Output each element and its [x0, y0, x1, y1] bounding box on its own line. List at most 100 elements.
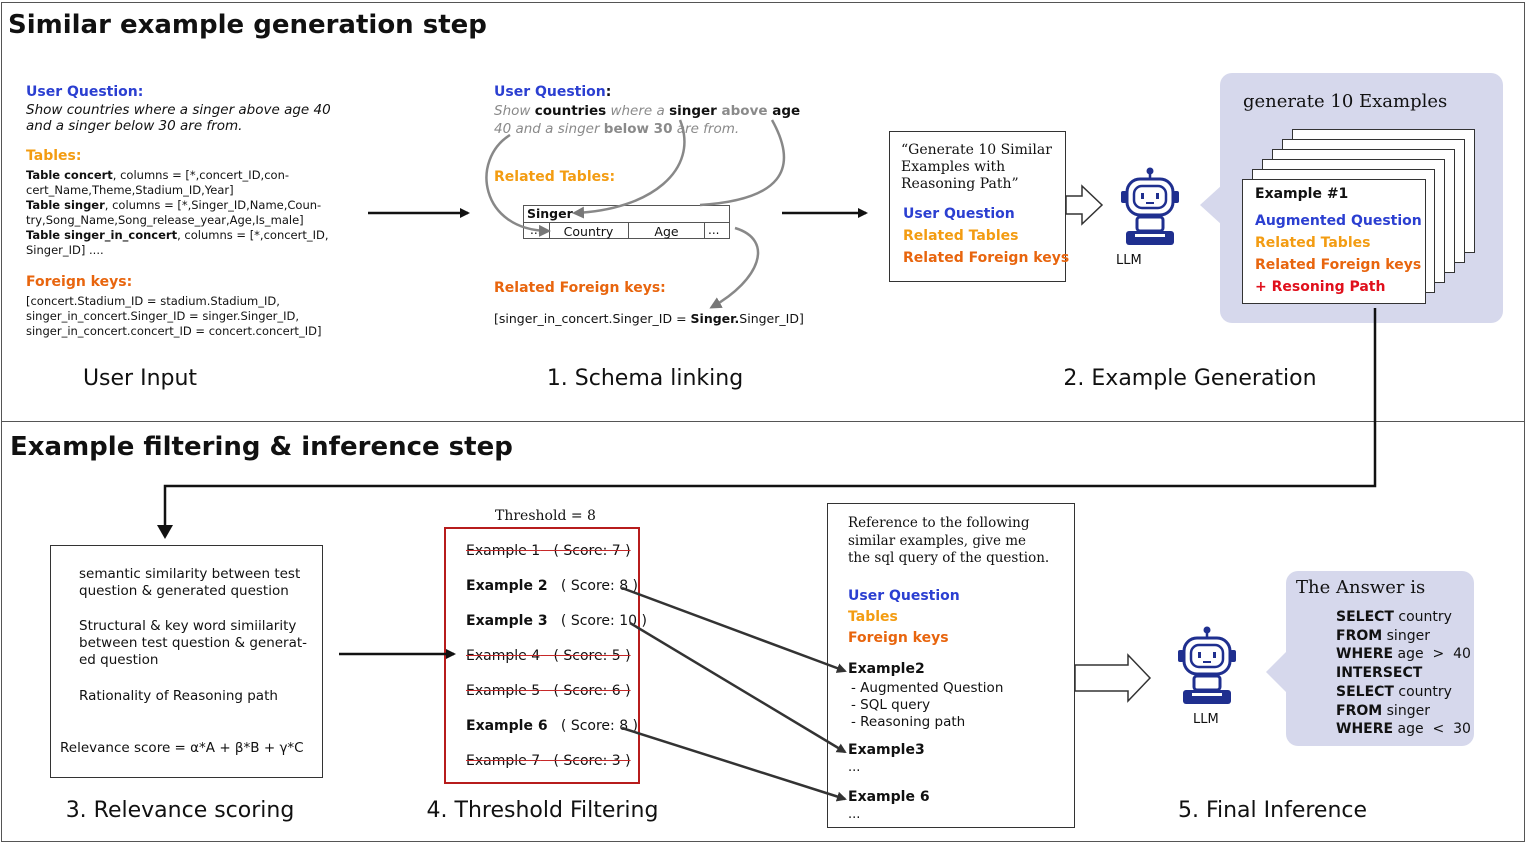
threshold-label: Threshold = 8: [495, 508, 596, 524]
question-segment: are from.: [672, 121, 740, 137]
ex2-item-aug: - Augmented Question: [851, 680, 1004, 696]
sql-rest: age > 40: [1393, 646, 1471, 663]
schema-question-line2: 40 and a singer below 30 are from.: [494, 120, 804, 138]
gen-related-tables: Related Tables: [903, 228, 1019, 244]
table-line: Table singer_in_concert, columns = [*,co…: [26, 228, 346, 243]
inference-ellipsis-2: ...: [848, 807, 861, 822]
table-line: try,Song_Name,Song_release_year,Age,Is_m…: [26, 213, 346, 228]
threshold-example-score: ( Score: 5 ): [540, 648, 631, 664]
step-label-user-input: User Input: [82, 366, 198, 391]
sql-line: INTERSECT: [1336, 664, 1471, 683]
gen-related-fk: Related Foreign keys: [903, 250, 1070, 266]
sql-line: SELECT country: [1336, 608, 1471, 627]
table-name: Table singer: [26, 198, 105, 212]
inference-user-question: User Question: [848, 588, 960, 604]
question-segment: age: [772, 103, 801, 119]
example-card-1: Example #1 Augmented Question Related Ta…: [1242, 179, 1426, 304]
threshold-example-row: Example 2 ( Score: 8 ): [466, 578, 638, 594]
col-country: Country: [563, 224, 614, 239]
gen-user-question: User Question: [903, 206, 1015, 222]
threshold-example-score: ( Score: 8 ): [547, 718, 639, 734]
threshold-example-score: ( Score: 7 ): [540, 543, 631, 559]
table-line: cert_Name,Theme,Stadium_ID,Year]: [26, 183, 346, 198]
question-segment: singer: [669, 103, 717, 119]
related-tables-label: Related Tables:: [494, 169, 616, 185]
sql-line: FROM singer: [1336, 627, 1471, 646]
card-related-tables: Related Tables: [1255, 235, 1371, 251]
step-label-threshold: 4. Threshold Filtering: [426, 798, 659, 823]
sql-keyword: SELECT: [1336, 683, 1394, 700]
generated-panel-title: generate 10 Examples: [1243, 91, 1448, 112]
table-line: Table concert, columns = [*,concert_ID,c…: [26, 168, 346, 183]
fk-bold: Singer.: [690, 311, 740, 326]
sql-keyword: WHERE: [1336, 721, 1394, 738]
sql-keyword: SELECT: [1336, 609, 1394, 625]
question-segment: Show: [494, 103, 535, 119]
fk-line: [concert.Stadium_ID = stadium.Stadium_ID…: [26, 294, 280, 308]
threshold-example-score: ( Score: 10 ): [547, 613, 647, 629]
user-question-label: User Question:: [26, 84, 144, 100]
threshold-example-name: Example 4: [466, 648, 541, 664]
threshold-example-row: Example 3 ( Score: 10 ): [466, 613, 647, 629]
threshold-example-name: Example 6: [466, 718, 548, 734]
relevance-box: semantic similarity between test questio…: [50, 545, 323, 778]
threshold-example-name: Example 2: [466, 578, 548, 594]
step-label-final: 5. Final Inference: [1177, 798, 1368, 823]
threshold-example-row: Example 6 ( Score: 8 ): [466, 718, 638, 734]
relevance-item-1: semantic similarity between test questio…: [79, 566, 301, 599]
schema-question-label: User Question: [494, 84, 606, 100]
inference-fk: Foreign keys: [848, 630, 949, 646]
question-segment: where a: [606, 103, 670, 119]
threshold-example-name: Example 3: [466, 613, 548, 629]
gen-prompt-line1: “Generate 10 Similar: [901, 142, 1052, 158]
threshold-box: Example 1 ( Score: 7 ) Example 2 ( Score:…: [444, 527, 647, 784]
relevance-formula: Relevance score = α*A + β*B + γ*C: [60, 740, 304, 756]
relevance-item-2: Structural & key word simiilarity betwee…: [79, 618, 308, 668]
inference-ellipsis-1: ...: [848, 760, 861, 775]
related-fk-label: Related Foreign keys:: [494, 280, 666, 296]
gen-prompt-line3: Reasoning Path”: [901, 176, 1019, 192]
table-name: Table concert: [26, 168, 113, 182]
table-columns: cert_Name,Theme,Stadium_ID,Year]: [26, 183, 234, 197]
sql-keyword: WHERE: [1336, 646, 1394, 663]
table-columns: , columns = [*,concert_ID,con-: [112, 168, 290, 182]
step-label-schema-linking: 1. Schema linking: [546, 366, 744, 391]
sql-keyword: FROM: [1336, 627, 1383, 644]
singer-table: Singer ... Country Age ...: [523, 205, 730, 239]
relevance-item-3: Rationality of Reasoning path: [79, 688, 278, 704]
step-label-relevance: 3. Relevance scoring: [65, 798, 295, 823]
inference-line3: the sql query of the question.: [848, 550, 1050, 566]
inference-example6: Example 6: [848, 789, 930, 805]
threshold-example-row: Example 4 ( Score: 5 ): [466, 648, 631, 664]
schema-question-line1: Show countries where a singer above age: [494, 102, 804, 120]
sql-rest: age < 30: [1393, 721, 1471, 738]
question-segment: countries: [534, 103, 607, 119]
top-section-title: Similar example generation step: [8, 10, 487, 40]
fk-prefix: [singer_in_concert.Singer_ID =: [494, 311, 691, 326]
sql-keyword: INTERSECT: [1336, 665, 1423, 682]
card-reasoning-path: + Resoning Path: [1255, 279, 1386, 295]
answer-title: The Answer is: [1296, 577, 1426, 598]
threshold-example-score: ( Score: 8 ): [547, 578, 639, 594]
fk-line: singer_in_concert.Singer_ID = singer.Sin…: [26, 309, 300, 323]
table-line: Singer_ID] ....: [26, 243, 346, 258]
threshold-example-row: Example 1 ( Score: 7 ): [466, 543, 631, 559]
card-related-fk: Related Foreign keys: [1255, 257, 1422, 273]
inference-line2: similar examples, give me: [848, 532, 1027, 549]
gen-prompt-line2: Examples with: [901, 159, 1006, 175]
table-name: Table singer_in_concert: [26, 228, 178, 242]
tables-label: Tables:: [26, 148, 82, 164]
sql-line: SELECT country: [1336, 683, 1471, 702]
inference-prompt-box: Reference to the following similar examp…: [827, 503, 1075, 828]
sql-line: WHERE age > 40: [1336, 645, 1471, 664]
sql-line: WHERE age < 30: [1336, 720, 1471, 739]
sql-keyword: FROM: [1336, 702, 1383, 719]
llm-label-bottom: LLM: [1193, 712, 1219, 727]
threshold-example-name: Example 1: [466, 543, 541, 559]
step-label-example-generation: 2. Example Generation: [1063, 366, 1317, 391]
inference-line1: Reference to the following: [848, 515, 1030, 531]
ex2-item-path: - Reasoning path: [851, 714, 966, 730]
user-question-line2: and a singer below 30 are from.: [26, 118, 243, 134]
